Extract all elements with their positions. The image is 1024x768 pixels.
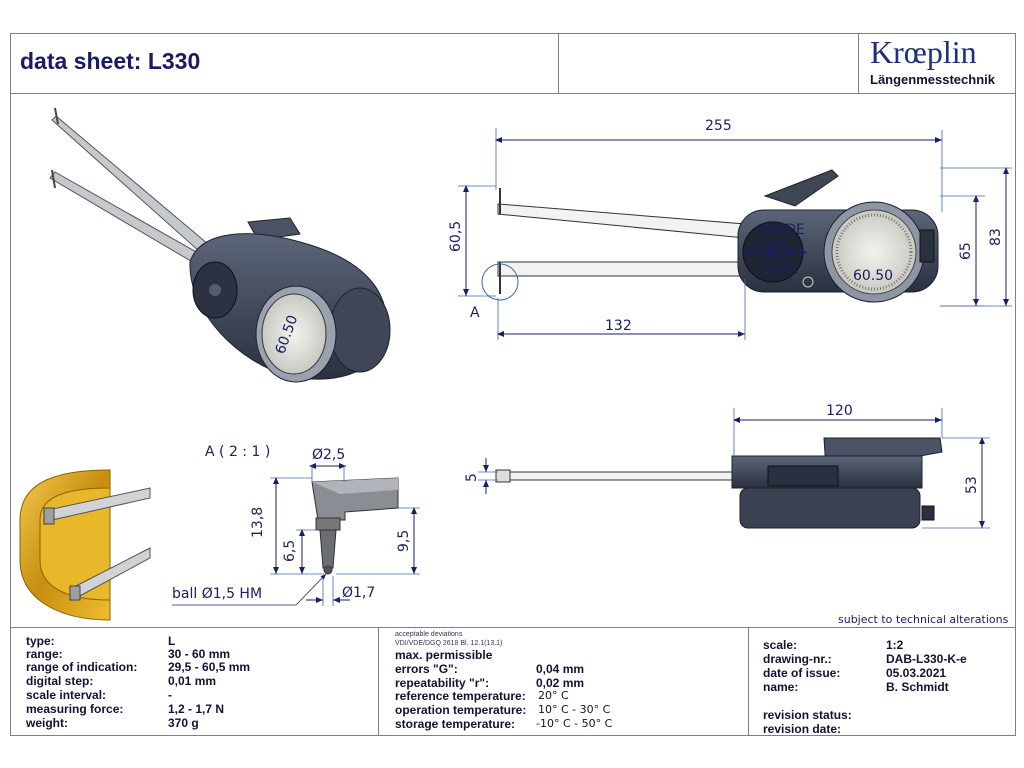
spec-label: measuring force: <box>26 702 124 716</box>
spec-label: range of indication: <box>26 660 138 674</box>
table-divider <box>748 628 749 736</box>
mode-button-label: MODE <box>762 222 805 238</box>
iso-view: 60.50 <box>49 107 391 383</box>
dim-9-5: 9,5 <box>396 530 412 552</box>
front-display-reading: 60.50 <box>853 268 893 284</box>
spec-value: - <box>168 688 172 702</box>
detail-title: A ( 2 : 1 ) <box>205 444 270 460</box>
info-value: DAB-L330-K-e <box>886 652 967 666</box>
spec-table <box>10 627 1016 736</box>
dim-13-8: 13,8 <box>250 507 266 538</box>
page-title: data sheet: L330 <box>20 48 201 74</box>
info-label: name: <box>763 680 799 694</box>
header-divider <box>558 33 559 93</box>
deviation-label: operation temperature: <box>395 703 527 717</box>
dim-132: 132 <box>605 318 632 334</box>
spec-value: 1,2 - 1,7 N <box>168 702 225 716</box>
spec-value: 370 g <box>168 716 199 730</box>
info-label: scale: <box>763 638 798 652</box>
header-divider <box>858 33 859 93</box>
deviation-value: -10° C - 50° C <box>536 717 613 730</box>
top-view: 120 5 53 <box>464 403 990 529</box>
info-value: 05.03.2021 <box>886 666 947 680</box>
deviations-max: max. permissible <box>395 648 493 662</box>
ring-gauge-illustration <box>19 469 151 621</box>
info-value: B. Schmidt <box>886 680 949 694</box>
spec-value: 0,01 mm <box>168 674 217 688</box>
spec-label: scale interval: <box>26 688 107 702</box>
header-bar <box>10 33 1016 94</box>
dim-60-5: 60,5 <box>448 221 464 252</box>
deviations-standard: VDI/VDE/DGQ 2618 Bl. 12.1(13.1) <box>395 640 503 647</box>
revision-date-label: revision date: <box>763 722 842 736</box>
deviation-value: 10° C - 30° C <box>538 703 611 716</box>
dim-d2-5: Ø2,5 <box>312 447 345 463</box>
spec-value: 29,5 - 60,5 mm <box>168 660 251 674</box>
brand-subtitle: Längenmesstechnik <box>870 72 995 87</box>
dim-d1-7: Ø1,7 <box>342 585 375 601</box>
info-value: 1:2 <box>886 638 904 652</box>
data-sheet-frame <box>10 33 1016 736</box>
deviation-value: 0,02 mm <box>536 676 585 690</box>
detail-a-view: A ( 2 : 1 ) Ø2,5 13,8 6,5 9,5 Ø1,7 ball … <box>172 444 420 606</box>
deviation-value: 20° C <box>538 689 569 702</box>
table-divider <box>378 628 379 736</box>
brand-logo: Krœplin <box>870 34 977 70</box>
spec-value: L <box>168 634 176 648</box>
info-label: drawing-nr.: <box>763 652 832 666</box>
dim-65: 65 <box>958 242 974 260</box>
info-label: date of issue: <box>763 666 841 680</box>
spec-label: digital step: <box>26 674 94 688</box>
dim-255: 255 <box>705 118 732 134</box>
arrow-button-label: ◂◃▸ <box>786 244 807 260</box>
dim-53: 53 <box>964 476 980 494</box>
set-button-label: SET <box>765 247 792 263</box>
deviation-label: reference temperature: <box>395 689 526 703</box>
deviation-label: errors "G": <box>395 662 458 676</box>
ball-callout: ball Ø1,5 HM <box>172 586 262 602</box>
tol-button-label: ◂TOL <box>744 244 779 260</box>
dim-5: 5 <box>464 473 480 482</box>
dim-120: 120 <box>826 403 853 419</box>
spec-label: weight: <box>26 716 68 730</box>
technical-drawing: 60.50 MODE OK SET ◂TOL DATA ◂◃▸ 60.50 <box>19 107 1012 621</box>
dim-83: 83 <box>988 228 1004 246</box>
deviation-label: storage temperature: <box>395 717 516 731</box>
revision-status-label: revision status: <box>763 708 852 722</box>
detail-a-marker: A <box>470 305 480 321</box>
spec-value: 30 - 60 mm <box>168 647 231 661</box>
spec-label: type: <box>26 634 55 648</box>
alterations-note: subject to technical alterations <box>838 613 1009 626</box>
deviation-value: 0,04 mm <box>536 662 585 676</box>
data-button-label: DATA <box>762 262 798 278</box>
deviation-label: repeatability "r": <box>395 676 490 690</box>
deviations-heading: acceptable deviations <box>395 631 463 638</box>
front-view: MODE OK SET ◂TOL DATA ◂◃▸ 60.50 255 60,5… <box>448 118 1012 340</box>
dim-6-5: 6,5 <box>282 540 298 562</box>
ok-button-label: OK <box>766 239 787 255</box>
spec-label: range: <box>26 647 63 661</box>
